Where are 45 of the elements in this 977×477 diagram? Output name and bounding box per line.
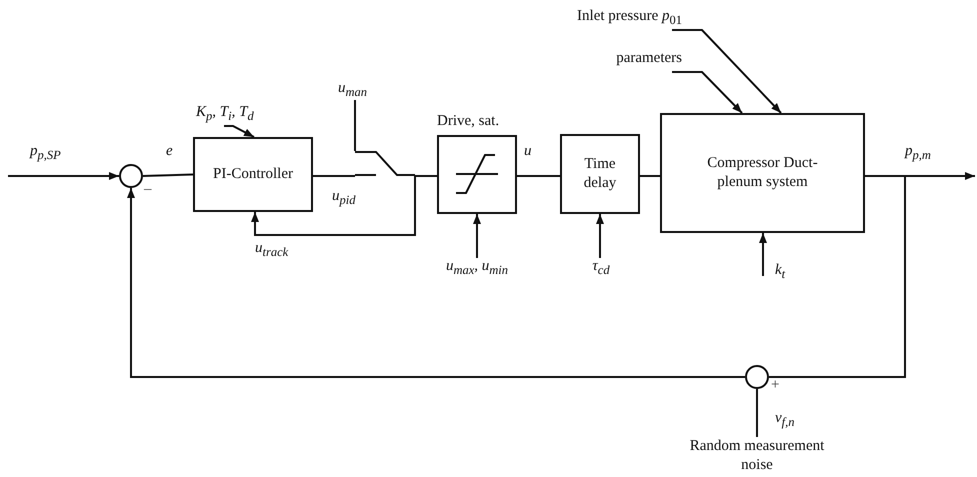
signal-line bbox=[769, 175, 906, 378]
signal-line bbox=[756, 389, 758, 437]
edge-label: u$_{pid}$ bbox=[332, 188, 356, 208]
delay-block bbox=[560, 134, 640, 214]
input-label: Inlet pressure p$_{01}$ bbox=[535, 8, 682, 30]
signal-line bbox=[354, 100, 356, 151]
arrow bbox=[759, 233, 767, 276]
edge-label: p$_{p,m}$ bbox=[905, 143, 931, 163]
summing-junction bbox=[745, 365, 769, 389]
saturation-block bbox=[437, 112, 517, 214]
plant-block bbox=[660, 113, 865, 233]
edge-label: k$_{t}$ bbox=[775, 262, 786, 282]
arrow bbox=[672, 71, 743, 114]
block-heading: Drive, sat. bbox=[437, 112, 500, 130]
block-label: Compressor Duct-plenum system bbox=[706, 154, 819, 192]
parameter-label: τ$_{cd}$ bbox=[583, 258, 619, 280]
summing-junction bbox=[119, 164, 143, 188]
arrow bbox=[8, 172, 119, 180]
switch-symbol bbox=[355, 151, 415, 176]
sign-label: + bbox=[771, 377, 780, 394]
edge-label: u$_{track}$ bbox=[255, 240, 288, 260]
block-label: Time delay bbox=[582, 155, 618, 193]
sign-label: – bbox=[144, 181, 152, 198]
edge-label: p$_{p,SP}$ bbox=[30, 143, 61, 163]
signal-line bbox=[640, 175, 660, 177]
block-label: PI-Controller bbox=[213, 165, 293, 184]
limit-label: u$_{max}$, u$_{min}$ bbox=[428, 258, 526, 280]
signal-line bbox=[517, 175, 560, 177]
input-label: parameters bbox=[580, 50, 682, 72]
edge-label: e bbox=[166, 143, 173, 160]
arrow bbox=[127, 188, 745, 378]
edge-label: v$_{f,n}$ bbox=[775, 410, 795, 430]
signal-line bbox=[313, 175, 355, 177]
arrow bbox=[596, 214, 604, 258]
noise-label: Random measurement noise bbox=[675, 437, 839, 477]
input-label: u$_{man}$ bbox=[338, 80, 378, 100]
arrow bbox=[224, 125, 254, 138]
edge-label: u bbox=[524, 143, 532, 160]
controller-block bbox=[193, 137, 313, 212]
parameter-label: K$_{p}$, T$_{i}$, T$_{d}$ bbox=[196, 104, 268, 126]
arrow bbox=[672, 29, 782, 114]
signal-line bbox=[415, 175, 437, 177]
arrow bbox=[251, 176, 416, 236]
arrow bbox=[473, 214, 481, 258]
signal-line bbox=[142, 174, 194, 177]
